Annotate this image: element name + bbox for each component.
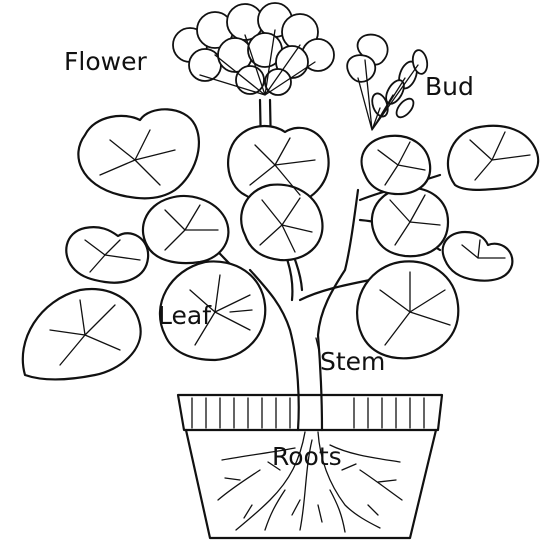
label-roots: Roots bbox=[272, 442, 342, 471]
leaf-right-center bbox=[362, 136, 431, 194]
label-leaf: Leaf bbox=[158, 301, 212, 330]
leaves bbox=[23, 109, 538, 379]
flower-cluster bbox=[173, 3, 334, 95]
bud-cluster bbox=[347, 35, 429, 130]
label-flower: Flower bbox=[64, 47, 147, 76]
label-stem: Stem bbox=[320, 347, 385, 376]
leaf-center-round bbox=[241, 185, 322, 261]
label-bud: Bud bbox=[425, 72, 474, 101]
